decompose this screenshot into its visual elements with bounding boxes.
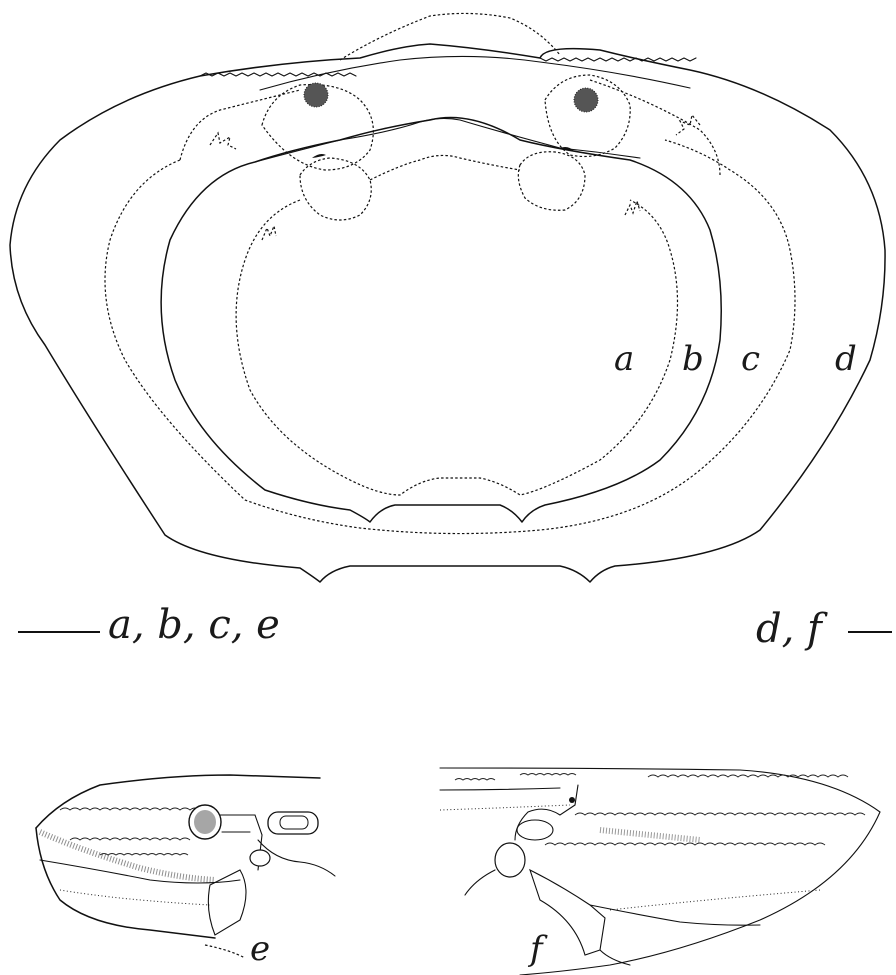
carapace-outline-a (235, 199, 679, 496)
carapace-outline-c (104, 139, 796, 535)
front-region-a (369, 154, 521, 181)
label-a: a (614, 339, 634, 379)
eye-left (304, 83, 328, 107)
label-b: b (682, 339, 704, 379)
detail-figure-e (35, 774, 336, 959)
detail-figure-f (439, 767, 881, 975)
orbit-region-a-right (517, 151, 586, 211)
lateral-spine-right (675, 113, 701, 136)
anterolateral-serration-d-right (539, 57, 697, 62)
orbit-region-c-right (544, 74, 631, 158)
orbit-mark-left (312, 154, 326, 158)
anterolateral-serration-d (199, 72, 357, 77)
inner-frontal-line-d (259, 55, 691, 91)
carapace-outline-c-top (179, 79, 721, 176)
orbit-mark-right (560, 147, 574, 151)
label-d: d (835, 339, 857, 379)
scale-bar-right-label: d, f (756, 606, 828, 652)
lateral-spine-a-left (261, 223, 277, 241)
eye-right-stipple (573, 87, 599, 113)
carapace-outline-d (9, 43, 886, 583)
lateral-spine-left (209, 131, 237, 150)
scale-bar-left-label: a, b, c, e (108, 602, 280, 648)
label-c: c (741, 339, 760, 379)
carapace-outline-b (160, 116, 722, 523)
front-top-dashed (339, 12, 561, 61)
lateral-spine-a-right (624, 199, 641, 216)
eye-left-stipple (303, 82, 329, 108)
orbit-region-c-left (261, 83, 374, 171)
orbit-region-a-left (299, 157, 372, 221)
label-f: f (527, 929, 548, 969)
eye-right (574, 88, 598, 112)
label-e: e (250, 929, 270, 969)
